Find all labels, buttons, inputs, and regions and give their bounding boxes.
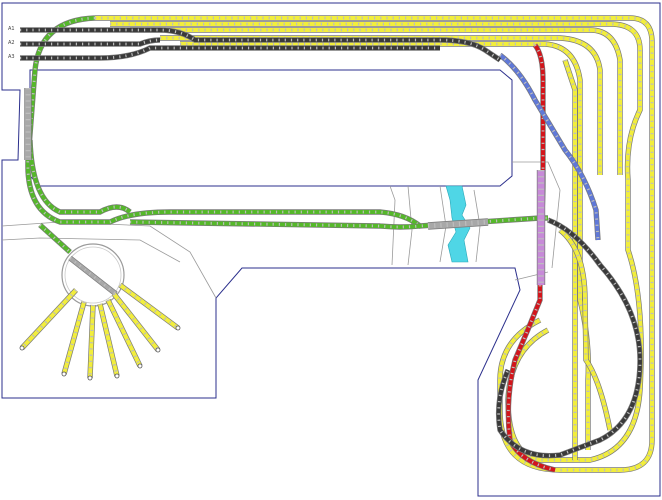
track-sleepers-green-left-inner <box>28 139 131 214</box>
scenery-outlines <box>1 161 561 299</box>
track-sleepers-green-platform-loop <box>129 220 421 229</box>
track-sleepers-yellow-top-3 <box>130 28 622 175</box>
track-grey-platform-bridge <box>427 219 489 229</box>
track-outline-yellow-top-outer <box>95 15 655 473</box>
track-sleepers-dark-lower <box>497 218 642 458</box>
track-sleepers-yellow-top-2 <box>110 22 643 462</box>
operating-well-outline <box>29 69 513 187</box>
buffer-stop-2 <box>61 371 67 377</box>
track-label-a1: A1 <box>8 26 15 32</box>
track-green-left-inner <box>28 139 132 214</box>
track-sleepers-red-line <box>506 44 556 472</box>
track-blue-line <box>498 53 600 241</box>
track-group <box>19 15 655 473</box>
track-sleepers-yellow-top-outer <box>95 16 654 472</box>
track-stall-5 <box>106 299 142 367</box>
track-yellow-top-4 <box>160 36 602 175</box>
track-yellow-top-3 <box>130 28 622 175</box>
track-turntable-bridge <box>68 256 118 296</box>
buffer-stop-1 <box>19 345 25 351</box>
track-sleepers-stall-2 <box>62 301 86 375</box>
track-sleepers-dark-top-1 <box>20 28 501 62</box>
track-sleepers-yellow-top-5 <box>180 42 590 450</box>
track-stall-7 <box>118 283 180 330</box>
track-yellow-top-outer <box>95 16 654 472</box>
track-stall-6 <box>112 292 160 352</box>
track-sleepers-green-to-turntable <box>39 223 71 254</box>
buffer-stop-6 <box>155 347 161 353</box>
track-dark-top-3 <box>20 46 440 60</box>
track-yellow-siding-right <box>563 59 577 460</box>
track-sleepers-stall-1 <box>20 289 78 349</box>
track-label-a2: A2 <box>8 40 15 46</box>
track-dark-lower <box>496 218 643 458</box>
buffer-stop-5 <box>137 363 143 369</box>
track-sleepers-dark-top-3 <box>20 46 440 60</box>
track-stall-1 <box>20 288 78 350</box>
track-outline-blue-line <box>498 52 601 241</box>
track-yellow-top-5 <box>180 42 591 450</box>
track-outline-red-line <box>505 43 556 473</box>
track-red-line <box>506 43 556 472</box>
track-outline-yellow-top-5 <box>180 41 591 450</box>
track-outline-yellow-top-2 <box>110 21 644 463</box>
track-sleepers-yellow-top-4 <box>160 36 602 175</box>
track-sleepers-grey-platform-bridge <box>427 219 489 229</box>
track-sleepers-yellow-siding-right <box>563 59 577 460</box>
track-yellow-top-2 <box>110 22 644 462</box>
buffer-stop-7 <box>175 325 181 331</box>
track-stall-4 <box>98 303 119 377</box>
track-stall-3 <box>88 304 95 379</box>
track-outline-yellow-top-3 <box>130 27 623 175</box>
track-label-a3: A3 <box>8 54 15 60</box>
track-outline-yellow-top-4 <box>160 35 603 175</box>
buffer-stop-3 <box>87 375 93 381</box>
track-outline-dark-lower <box>495 217 643 459</box>
track-dark-top-2 <box>20 38 161 46</box>
buffer-stop-4 <box>114 373 120 379</box>
track-sleepers-blue-line <box>499 53 600 241</box>
track-yellow-inner-loop <box>558 228 612 431</box>
